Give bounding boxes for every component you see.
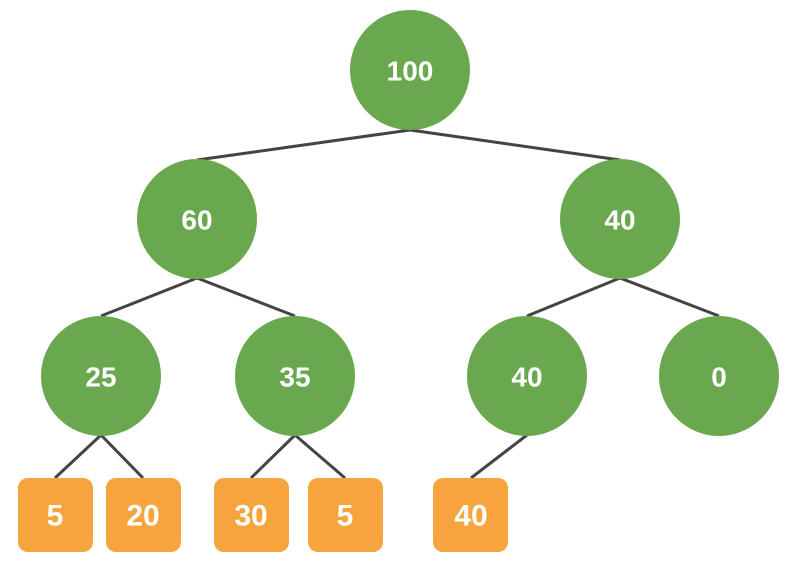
- tree-node-level2-3: 40: [467, 316, 587, 436]
- edge-node-60-to-node-25: [100, 276, 198, 318]
- leaf-box: [308, 478, 383, 552]
- node-circle: [560, 159, 680, 279]
- leaf-box: [433, 478, 508, 552]
- tree-leaf-2: 20: [106, 478, 181, 552]
- node-value: 40: [511, 362, 542, 393]
- tree-node-level1-left: 60: [137, 159, 257, 279]
- leaf-value: 40: [454, 500, 487, 533]
- tree-leaf-1: 5: [18, 478, 93, 552]
- edge-node-25-to-leaf-20: [99, 433, 145, 480]
- node-value: 0: [711, 362, 727, 393]
- edge-node-40-to-leaf-40: [470, 433, 528, 480]
- tree-node-root: 100: [350, 10, 470, 130]
- node-value: 25: [85, 362, 116, 393]
- edge-node-35-to-leaf-30: [249, 433, 297, 480]
- edge-root-to-node-60: [196, 128, 411, 162]
- leaf-box: [18, 478, 93, 552]
- tree-node-level2-1: 25: [41, 316, 161, 436]
- leaf-value: 5: [337, 500, 354, 533]
- node-circle: [235, 316, 355, 436]
- node-circle: [659, 316, 779, 436]
- node-value: 60: [181, 205, 212, 236]
- edge-node-35-to-leaf-5: [294, 433, 346, 480]
- node-value: 35: [279, 362, 310, 393]
- node-value: 40: [604, 205, 635, 236]
- tree-node-level2-4: 0: [659, 316, 779, 436]
- leaf-box: [214, 478, 289, 552]
- leaf-value: 5: [47, 500, 64, 533]
- edge-root-to-node-40: [409, 128, 621, 162]
- edge-node-25-to-leaf-5: [53, 433, 103, 480]
- node-value: 100: [387, 56, 434, 87]
- leaf-value: 30: [234, 500, 267, 533]
- node-circle: [350, 10, 470, 130]
- leaf-box: [106, 478, 181, 552]
- edge-node-60-to-node-35: [196, 276, 296, 318]
- tree-leaf-4: 5: [308, 478, 383, 552]
- node-circle: [41, 316, 161, 436]
- node-circle: [467, 316, 587, 436]
- tree-node-level1-right: 40: [560, 159, 680, 279]
- tree-leaf-3: 30: [214, 478, 289, 552]
- edge-node-40-to-node-0: [619, 276, 720, 318]
- tree-edges: [53, 128, 720, 480]
- edge-node-40-to-node-40: [526, 276, 621, 318]
- tree-leaf-5: 40: [433, 478, 508, 552]
- node-circle: [137, 159, 257, 279]
- leaf-value: 20: [126, 500, 159, 533]
- tree-node-level2-2: 35: [235, 316, 355, 436]
